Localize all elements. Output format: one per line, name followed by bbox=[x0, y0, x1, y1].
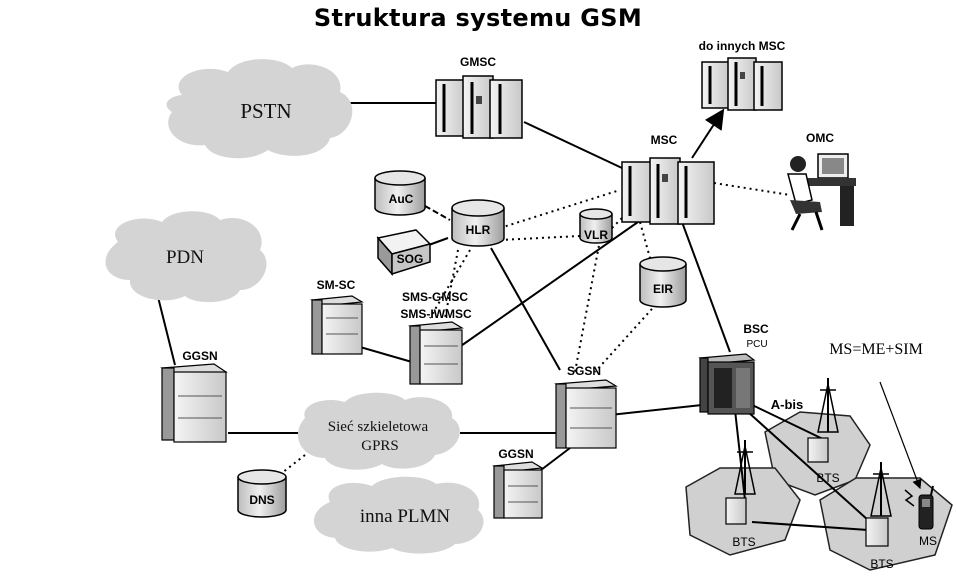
eir-label: EIR bbox=[653, 282, 673, 296]
sms-gmsc-label: SMS-GMSC bbox=[402, 290, 468, 304]
sms-iwmsc-label: SMS-IWMSC bbox=[400, 307, 472, 321]
other-plmn-label: inna PLMN bbox=[360, 506, 451, 527]
abis-label: A-bis bbox=[771, 397, 804, 412]
msc-label: MSC bbox=[651, 133, 678, 147]
ggsn-left-server: GGSN bbox=[160, 349, 228, 443]
other-msc-node: do innych MSC bbox=[699, 39, 786, 111]
bts-3-label: BTS bbox=[870, 557, 893, 571]
auc-database: AuC bbox=[374, 170, 426, 216]
eir-database: EIR bbox=[639, 256, 687, 308]
mobile-station: MS bbox=[904, 485, 937, 548]
gprs-backbone-cloud: Sieć szkieletowa GPRS bbox=[297, 392, 460, 470]
gprs-backbone-label-line2: GPRS bbox=[361, 438, 399, 454]
ms-label: MS bbox=[919, 534, 937, 548]
gprs-backbone-label-line1: Sieć szkieletowa bbox=[328, 419, 429, 435]
vlr-label: VLR bbox=[584, 228, 608, 242]
bts-2-label: BTS bbox=[732, 535, 755, 549]
ggsn-left-label: GGSN bbox=[182, 349, 217, 363]
sms-gmsc-iwmsc-server: SMS-GMSC SMS-IWMSC bbox=[400, 290, 472, 385]
dns-label: DNS bbox=[249, 493, 274, 507]
sgsn-server: SGSN bbox=[554, 364, 618, 449]
ggsn-bottom-label: GGSN bbox=[498, 447, 533, 461]
auc-label: AuC bbox=[389, 192, 414, 206]
diagram-title: Struktura systemu GSM bbox=[313, 4, 643, 32]
pdn-label: PDN bbox=[166, 247, 204, 268]
bts-1: BTS bbox=[807, 378, 840, 485]
dns-database: DNS bbox=[237, 469, 287, 518]
sgsn-label: SGSN bbox=[567, 364, 601, 378]
hlr-database: HLR bbox=[451, 199, 505, 247]
pstn-label: PSTN bbox=[240, 99, 291, 123]
bts-3: BTS bbox=[865, 462, 894, 571]
pdn-cloud: PDN bbox=[105, 211, 267, 303]
gmsc-node: GMSC bbox=[435, 55, 523, 139]
ggsn-bottom-server: GGSN bbox=[492, 447, 544, 519]
hlr-label: HLR bbox=[466, 223, 491, 237]
connections bbox=[157, 102, 922, 531]
sm-sc-server: SM-SC bbox=[310, 278, 364, 355]
gmsc-label: GMSC bbox=[460, 55, 496, 69]
omc-workstation: OMC bbox=[787, 131, 856, 231]
ms-formula-label: MS=ME+SIM bbox=[829, 341, 923, 358]
vlr-database: VLR bbox=[579, 208, 613, 244]
msc-node: MSC bbox=[621, 133, 715, 225]
pstn-cloud: PSTN bbox=[166, 59, 353, 159]
sm-sc-label: SM-SC bbox=[317, 278, 356, 292]
other-msc-label: do innych MSC bbox=[699, 39, 786, 53]
radio-cells bbox=[685, 411, 953, 571]
bsc-label: BSC bbox=[743, 322, 769, 336]
sog-box: SOG bbox=[376, 229, 432, 276]
other-plmn-cloud: inna PLMN bbox=[313, 476, 484, 554]
sog-label: SOG bbox=[397, 252, 424, 266]
pcu-label: PCU bbox=[746, 339, 767, 350]
bsc-node: BSC PCU A-bis bbox=[698, 322, 804, 415]
omc-label: OMC bbox=[806, 131, 834, 145]
bts-2: BTS bbox=[725, 440, 756, 549]
bts-1-label: BTS bbox=[816, 471, 839, 485]
